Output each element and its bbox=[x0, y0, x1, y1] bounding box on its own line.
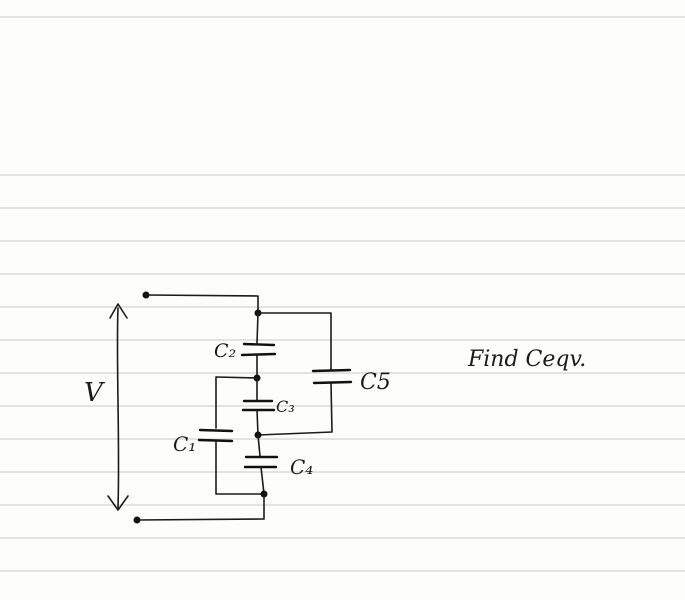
c4-lead-bottom bbox=[260, 466, 265, 495]
c4-lead-top bbox=[257, 434, 261, 457]
node-e bbox=[260, 490, 268, 498]
c1-upper-wire bbox=[215, 376, 258, 429]
c2-lead-top bbox=[256, 312, 259, 344]
ruled-lines bbox=[0, 16, 685, 572]
instruction-text: Find Ceqv. bbox=[467, 347, 586, 372]
terminal-top bbox=[142, 291, 259, 314]
voltage-arrow bbox=[107, 303, 129, 511]
c3-lead-bottom bbox=[256, 409, 259, 436]
voltage-label: V bbox=[84, 378, 105, 408]
c4-label: C₄ bbox=[290, 455, 313, 479]
capacitor-c4 bbox=[243, 455, 279, 469]
capacitor-c3 bbox=[241, 399, 276, 412]
c1-label: C₁ bbox=[173, 432, 196, 456]
c5-upper-wire bbox=[257, 312, 332, 371]
c5-lower-wire bbox=[257, 382, 333, 436]
c2-label: C₂ bbox=[214, 340, 236, 362]
capacitor-c2 bbox=[240, 342, 277, 357]
c3-label: C₃ bbox=[276, 397, 295, 416]
terminal-bottom bbox=[133, 493, 265, 524]
capacitor-c5 bbox=[311, 368, 353, 385]
c1-lower-wire bbox=[215, 440, 265, 495]
c5-label: C5 bbox=[360, 370, 391, 395]
